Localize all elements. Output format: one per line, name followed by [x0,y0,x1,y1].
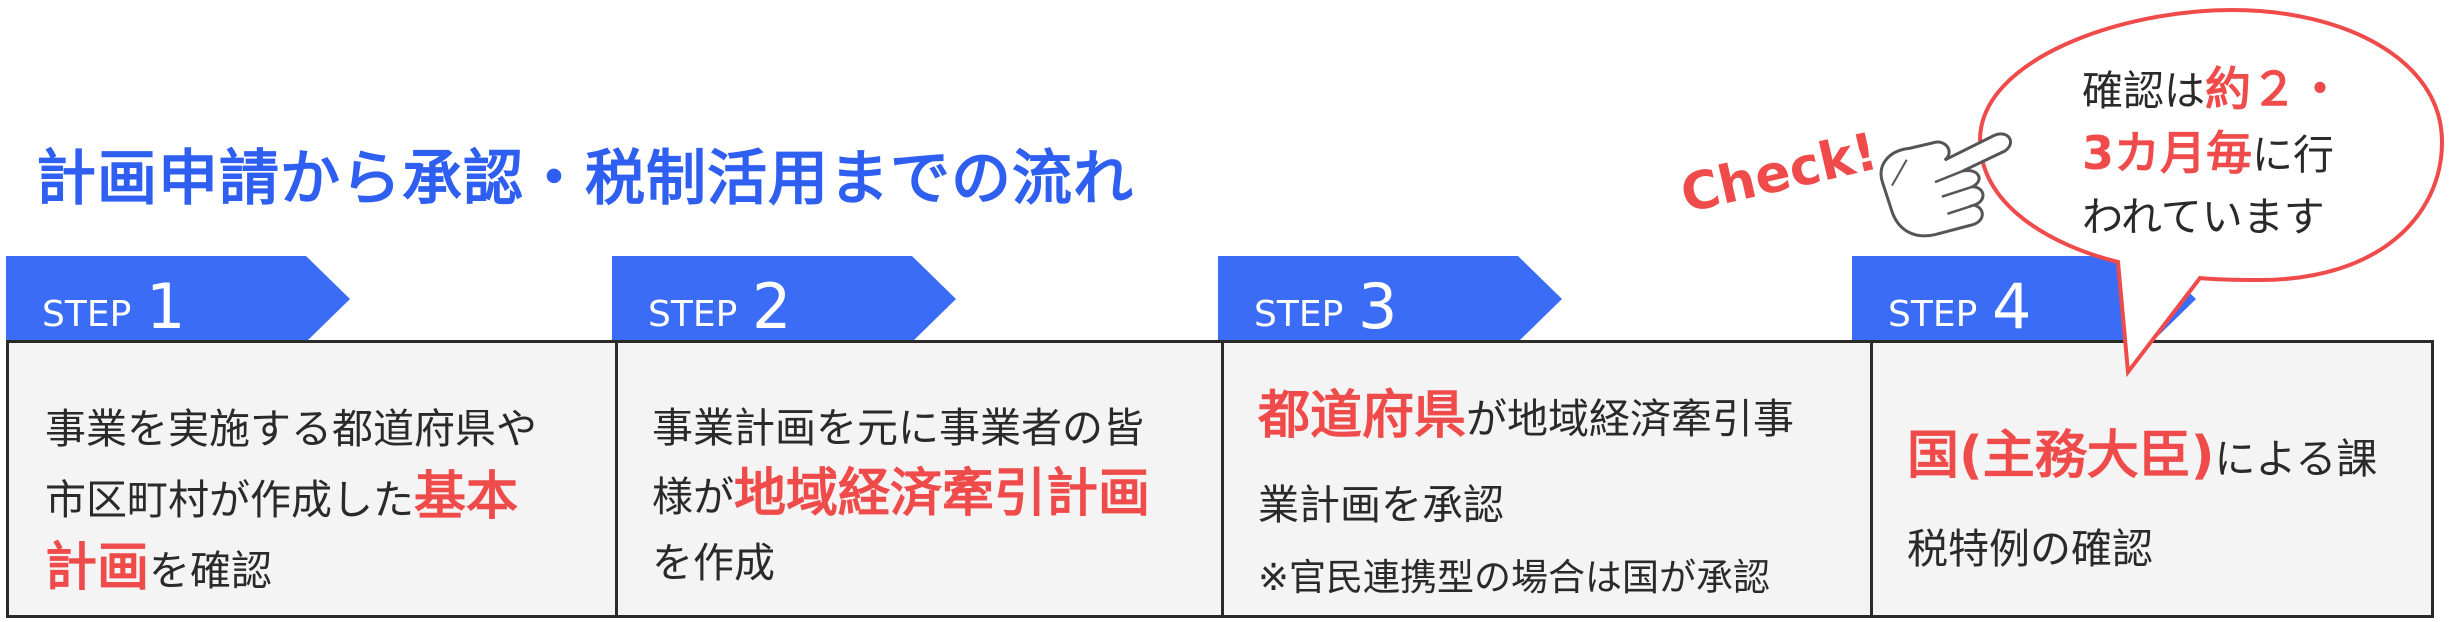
step-2-line-2: 様が地域経済牽引計画 [652,461,1212,530]
pointing-hand-icon [1879,132,2012,238]
bubble-line-1: 確認は約２・ [2082,58,2422,122]
step-1-line-1: 事業を実施する都道府県や [45,405,537,453]
steps-container: 事業を実施する都道府県や 市区町村が作成した基本 計画を確認 事業計画を元に事業… [6,340,2434,618]
step-2-line-1: 事業計画を元に事業者の皆 [652,404,1144,452]
step-3-number: 3 [1358,270,1398,343]
step-1-tab: STEP 1 [6,256,350,342]
step-4-word: STEP [1888,294,1978,335]
step-1-box: 事業を実施する都道府県や 市区町村が作成した基本 計画を確認 [9,343,615,615]
step-2-number: 2 [752,270,792,343]
step-2-description: 事業計画を元に事業者の皆 様が地域経済牽引計画 を作成 [652,395,1212,596]
step-3-tab: STEP 3 [1218,256,1562,342]
speech-bubble-text: 確認は約２・ 3カ月毎に行 われています [2082,58,2422,248]
step-2-line-2-text: 様が [652,473,734,521]
step-4-number: 4 [1992,270,2032,343]
page-title: 計画申請から承認・税制活用までの流れ [36,144,1134,214]
step-1-highlight-2: 計画 [45,538,150,598]
bubble-line-2: 3カ月毎に行 [2082,122,2422,186]
bubble-line-1-text: 確認は [2082,67,2205,115]
bubble-highlight-2: 3カ月毎 [2082,126,2253,180]
step-3-highlight: 都道府県 [1258,386,1467,446]
step-3-note: ※官民連携型の場合は国が承認 [1258,556,1771,599]
bubble-line-3: われています [2082,193,2325,241]
step-2-word: STEP [648,294,738,335]
step-4-line-1: 国(主務大臣)による課 [1907,411,2427,504]
step-2-line-3: を作成 [652,539,775,587]
step-4-highlight: 国(主務大臣) [1907,426,2215,486]
step-1-line-3-text: を確認 [149,547,273,595]
step-3-description: 都道府県が地域経済牽引事 業計画を承認 ※官民連携型の場合は国が承認 [1258,373,1858,608]
bubble-highlight-1: 約２・ [2205,62,2343,116]
step-3-line-2: 業計画を承認 [1258,481,1504,529]
step-4-tab: STEP 4 [1852,256,2196,342]
bubble-line-2-text: に行 [2252,131,2335,179]
step-1-number: 1 [146,270,186,343]
step-2-tab: STEP 2 [612,256,956,342]
step-1-line-2: 市区町村が作成した基本 [45,463,605,534]
step-4-description: 国(主務大臣)による課 税特例の確認 [1907,411,2427,594]
step-1-description: 事業を実施する都道府県や 市区町村が作成した基本 計画を確認 [45,395,605,605]
step-2-highlight: 地域経済牽引計画 [734,464,1151,524]
step-3-line-1: 都道府県が地域経済牽引事 [1258,373,1858,462]
step-4-line-1-text: による課 [2214,435,2378,483]
step-1-word: STEP [42,294,132,335]
step-1-line-2-text: 市区町村が作成した [45,476,414,524]
step-3-line-1-text: が地域経済牽引事 [1466,395,1795,443]
step-1-highlight-1: 基本 [414,467,519,527]
step-4-line-2: 税特例の確認 [1907,525,2153,573]
step-4-box: 国(主務大臣)による課 税特例の確認 [1870,343,2431,615]
step-3-word: STEP [1254,294,1344,335]
check-label: Check! [1675,121,1884,226]
step-3-box: 都道府県が地域経済牽引事 業計画を承認 ※官民連携型の場合は国が承認 [1221,343,1870,615]
step-1-line-3: 計画を確認 [45,534,605,605]
step-2-box: 事業計画を元に事業者の皆 様が地域経済牽引計画 を作成 [615,343,1221,615]
